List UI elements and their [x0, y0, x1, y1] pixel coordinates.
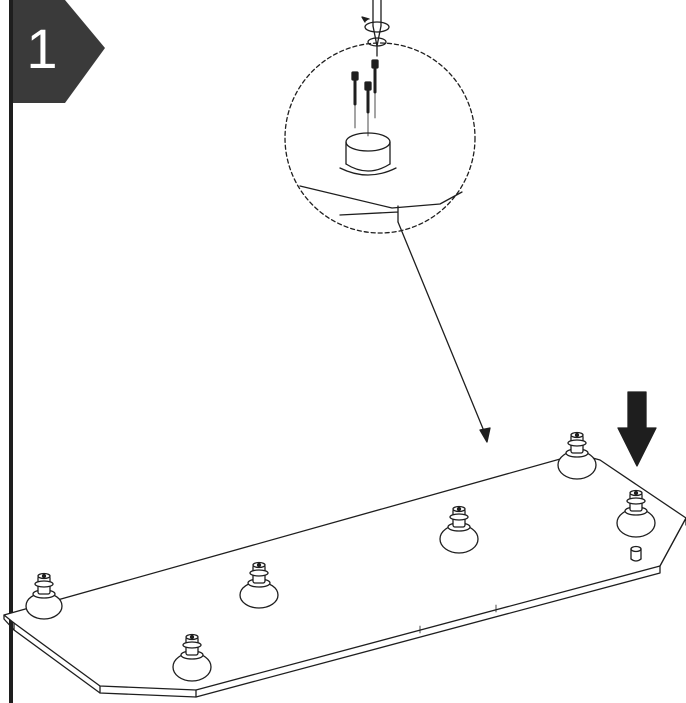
detail-circle: [284, 42, 476, 234]
glide-foot-icon: [616, 489, 656, 538]
step-badge: [13, 0, 105, 103]
empty-socket: [630, 545, 642, 562]
glide-foot-icon: [439, 505, 479, 554]
leader-arrowhead: [479, 427, 491, 443]
detail-board-edge: [299, 185, 463, 209]
base-panel: [3, 453, 686, 698]
screw-icon: [364, 81, 372, 137]
detail-board-underside: [339, 205, 399, 223]
leader-line: [397, 221, 487, 437]
arrow-down-icon: [617, 391, 657, 467]
glide-foot-icon: [172, 633, 212, 682]
glide-foot-icon: [557, 431, 597, 480]
dowel-insert: [339, 132, 397, 176]
page-margin-rule: [9, 0, 13, 703]
glide-foot-icon: [239, 561, 279, 609]
screw-icon: [371, 59, 379, 119]
screwdriver-icon: [361, 0, 390, 57]
step-number: 1: [26, 17, 58, 80]
screw-icon: [351, 71, 359, 129]
detail-callout: [284, 0, 476, 234]
glide-foot-icon: [25, 572, 63, 620]
